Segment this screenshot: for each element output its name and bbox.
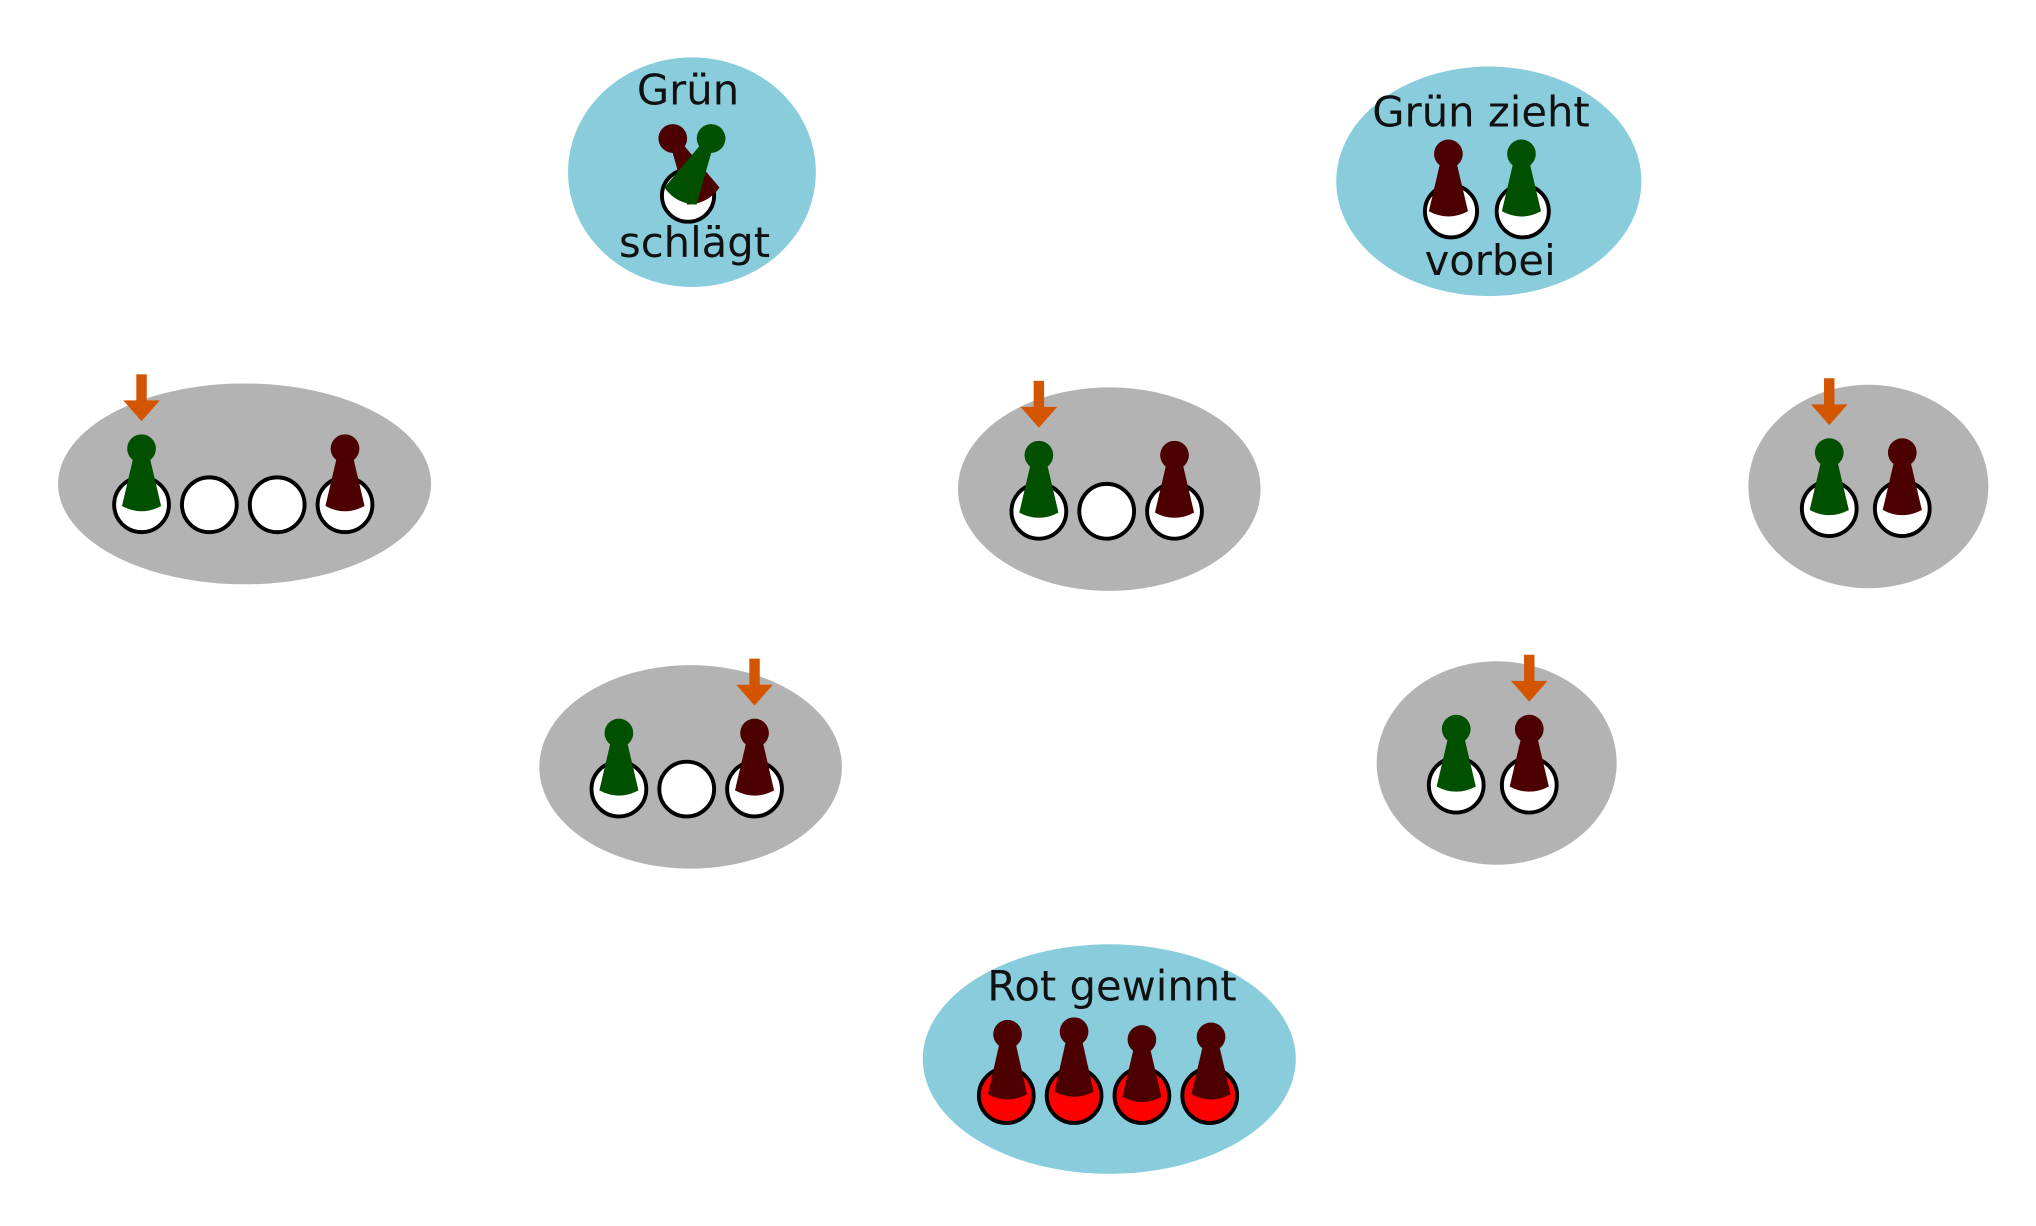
game-state-a [58, 374, 432, 585]
move-arrow-icon [1511, 654, 1548, 702]
move-arrow-icon [1020, 380, 1058, 428]
red-pawn-icon [1428, 139, 1468, 217]
game-state-e [1376, 654, 1617, 865]
outcome-top-label: Grün [637, 65, 739, 114]
move-arrow-icon [123, 374, 160, 422]
red-pawn-icon [734, 718, 775, 796]
outcome-red-wins: Rot gewinnt [922, 944, 1296, 1174]
outcome-green-captures: Grün schlägt [568, 57, 816, 287]
red-pawn-icon [1054, 1017, 1094, 1097]
outcome-bubble [1336, 66, 1642, 297]
red-pawn-icon [1122, 1025, 1162, 1103]
move-arrow-icon [1810, 378, 1848, 426]
outcome-top-label: Grün zieht [1372, 88, 1590, 137]
outcome-label: Rot gewinnt [987, 961, 1236, 1010]
red-pawn-icon [988, 1019, 1028, 1100]
red-pawn-icon [1509, 714, 1549, 792]
outcome-green-passes: Grün zieht vorbei [1336, 66, 1642, 297]
green-pawn-icon [1436, 714, 1476, 792]
green-pawn-icon [599, 718, 639, 796]
state-bubble [1748, 384, 1989, 589]
board-field [1077, 481, 1137, 541]
red-pawn-icon [1882, 438, 1922, 516]
game-state-b [958, 380, 1261, 591]
game-state-d [539, 658, 842, 869]
state-bubble [58, 383, 432, 585]
red-pawn-icon [1154, 440, 1195, 518]
green-pawn-icon [1809, 438, 1849, 516]
green-pawn-icon [1019, 440, 1059, 518]
board-field [180, 475, 239, 535]
state-bubble [1376, 661, 1617, 865]
outcome-bottom-label: schlägt [619, 218, 770, 267]
move-arrow-icon [736, 658, 773, 706]
outcome-bottom-label: vorbei [1425, 236, 1556, 285]
red-pawn-icon [325, 434, 365, 512]
red-pawn-icon [1191, 1022, 1231, 1100]
green-pawn-icon [664, 124, 726, 205]
green-pawn-icon [121, 434, 162, 512]
board-field [657, 759, 717, 819]
green-pawn-icon [1501, 139, 1542, 217]
game-state-c [1748, 378, 1989, 589]
board-field [247, 475, 307, 535]
